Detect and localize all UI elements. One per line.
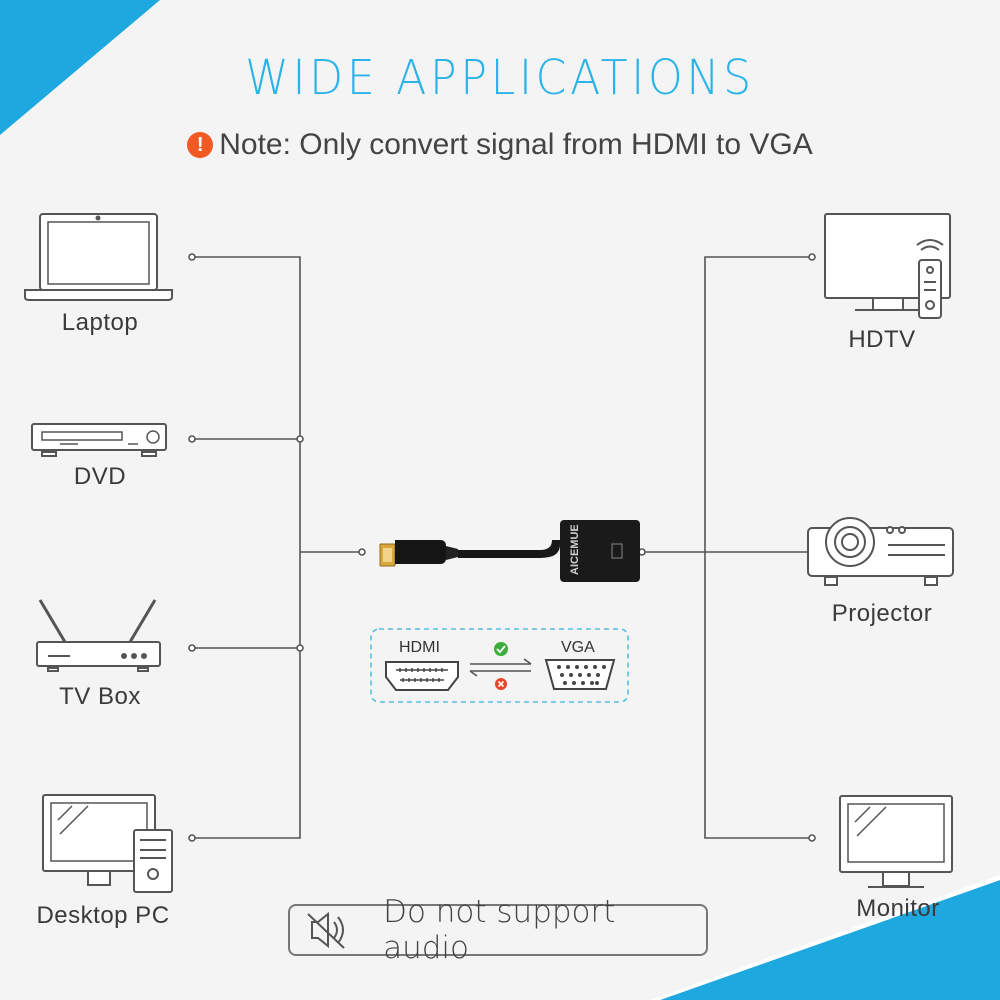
hdmi-port-icon [385,661,459,691]
display-label-monitor: Monitor [856,895,940,922]
exclamation-icon: ! [187,132,214,158]
desktop-pc-icon [42,794,173,893]
vga-port-icon [544,659,616,690]
forward-arrow-icon [470,658,532,665]
monitor-icon [839,795,953,888]
note-line: !Note: Only convert signal from HDMI to … [0,128,1000,162]
hdmi-to-vga-adapter: AICEMUE [379,520,640,582]
hdtv-icon [824,213,951,319]
tv-box-icon [36,599,161,672]
adapter-brand: AICEMUE [569,524,581,575]
audio-notice-text: Do not support audio [383,894,616,966]
display-connection-lines [642,256,812,839]
note-text: Note: Only convert signal from HDMI to V… [219,128,813,161]
error-x-icon [495,678,507,690]
dvd-player-icon [31,423,167,457]
conversion-from-label: HDMI [399,639,440,656]
corner-accent-top-left [0,0,160,135]
laptop-icon [24,213,173,301]
source-label-laptop: Laptop [61,309,139,336]
reverse-arrow-icon [469,670,531,677]
projector-icon [807,517,954,586]
source-connection-lines [192,256,362,839]
page-title: WIDE APPLICATIONS [245,50,755,106]
source-label-dvd: DVD [73,463,127,490]
mute-speaker-icon [307,911,345,949]
conversion-to-label: VGA [561,639,595,656]
display-label-hdtv: HDTV [848,326,916,353]
display-label-projector: Projector [831,600,933,627]
check-icon [494,642,508,656]
audio-notice: Do not support audio [288,894,708,966]
source-label-tv-box: TV Box [59,683,141,710]
conversion-direction-box [370,628,629,703]
source-label-desktop-pc: Desktop PC [36,902,170,929]
